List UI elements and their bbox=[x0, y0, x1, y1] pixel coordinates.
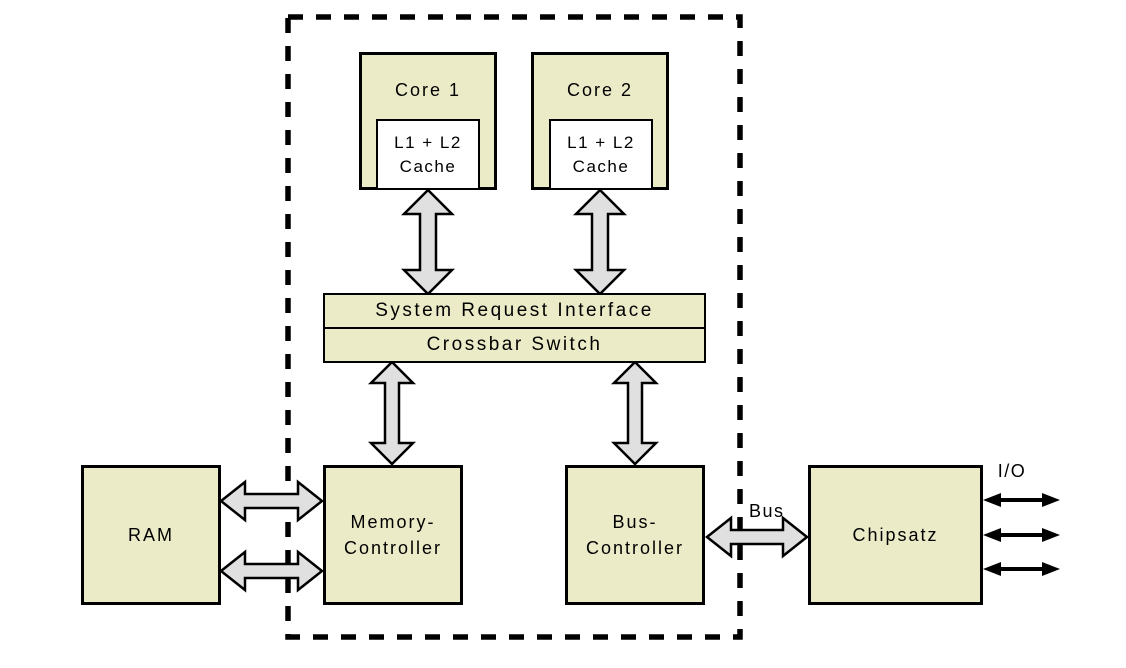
arrow-crossbar-memory-controller bbox=[367, 360, 417, 466]
core2-label: Core 2 bbox=[566, 80, 634, 100]
chipsatz-box: Chipsatz bbox=[808, 465, 983, 605]
arrow-bus-controller-chipsatz bbox=[704, 515, 810, 559]
arrow-crossbar-bus-controller bbox=[610, 360, 660, 466]
io-arrow-3 bbox=[983, 562, 1060, 576]
arrow-cache1-sri bbox=[400, 188, 456, 296]
ram-box: RAM bbox=[81, 465, 221, 605]
core2-cache-box: L1 + L2 Cache bbox=[549, 119, 653, 190]
core2-cache-line2: Cache bbox=[572, 156, 630, 176]
core1-cache-line1: L1 + L2 bbox=[394, 132, 462, 152]
core1-label: Core 1 bbox=[394, 80, 462, 100]
bus-controller-box: Bus- Controller bbox=[565, 465, 705, 605]
memory-controller-line1: Memory- bbox=[350, 512, 436, 532]
bus-controller-line2: Controller bbox=[585, 538, 685, 558]
io-arrow-1 bbox=[983, 493, 1060, 507]
memory-controller-box: Memory- Controller bbox=[323, 465, 463, 605]
crossbar-switch-box: Crossbar Switch bbox=[323, 327, 706, 363]
system-request-interface-box: System Request Interface bbox=[323, 293, 706, 329]
chipsatz-label: Chipsatz bbox=[852, 525, 939, 545]
bus-label: Bus bbox=[749, 501, 785, 521]
system-request-interface-label: System Request Interface bbox=[375, 300, 654, 321]
cpu-die-dashed-boundary bbox=[285, 14, 743, 640]
core1-cache-box: L1 + L2 Cache bbox=[376, 119, 480, 190]
arrow-cache2-sri bbox=[572, 188, 628, 296]
arrow-ram-memory-controller-upper bbox=[218, 479, 325, 523]
core1-cache-line2: Cache bbox=[399, 156, 457, 176]
io-label: I/O bbox=[997, 461, 1027, 481]
bus-controller-line1: Bus- bbox=[612, 512, 658, 532]
arrow-ram-memory-controller-lower bbox=[218, 549, 325, 593]
ram-label: RAM bbox=[128, 525, 174, 545]
crossbar-switch-label: Crossbar Switch bbox=[426, 334, 603, 355]
core2-cache-line1: L1 + L2 bbox=[567, 132, 635, 152]
memory-controller-line2: Controller bbox=[343, 538, 443, 558]
io-arrow-2 bbox=[983, 528, 1060, 542]
